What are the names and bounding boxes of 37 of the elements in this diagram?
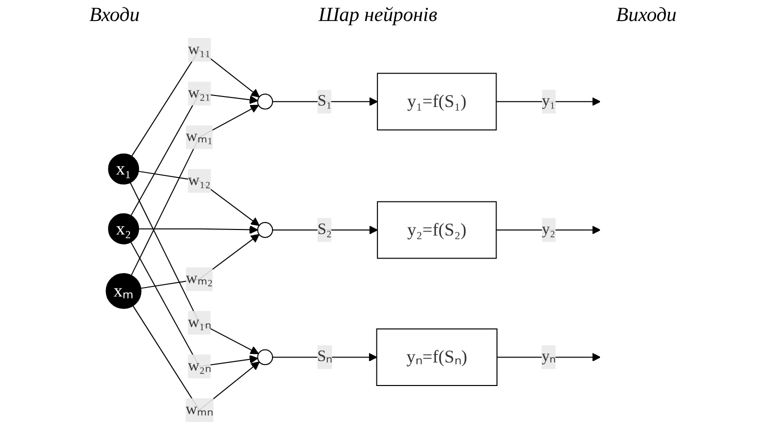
column-heading: Виходи [616,4,677,26]
edge-label: wₘₙ [186,401,213,418]
column-heading: Входи [89,4,140,26]
edge-label: yₙ [542,348,556,366]
node-circle: xₘ [106,273,142,309]
edge-label: w₂₁ [188,84,211,102]
arrow [272,352,378,362]
edge-label: w₁₂ [188,172,211,189]
node-box: y₁=f(S₁) [376,72,497,130]
edge-label: w₂ₙ [188,358,211,374]
arrow [496,352,601,362]
arrow [496,226,601,234]
arrow [138,170,260,226]
arrow [130,104,259,276]
node-circle [257,94,274,110]
arrow [138,225,258,234]
node-box: yₙ=f(Sₙ) [376,328,498,386]
edge-label: y₂ [542,221,556,238]
column-heading: Шар нейронів [318,4,438,26]
edge-label: Sₙ [317,348,332,366]
arrow [130,242,258,367]
arrow [272,97,378,106]
arrow [496,97,601,106]
arrow [272,226,378,234]
arrow [130,93,258,216]
edge-label: wₘ₁ [186,128,213,146]
node-circle [257,222,274,238]
edge-label: y₁ [542,92,556,110]
node-circle: x₂ [108,213,140,244]
node-circle: x₁ [108,153,140,185]
node-circle [257,349,274,366]
edge-label: wₘ₂ [186,270,213,288]
edge-label: S₂ [317,221,332,238]
edge-label: w₁₁ [188,40,211,58]
edge-label: w₁ₙ [188,314,211,331]
node-box: y₂=f(S₂) [376,201,497,259]
edge-label: S₁ [317,92,332,110]
